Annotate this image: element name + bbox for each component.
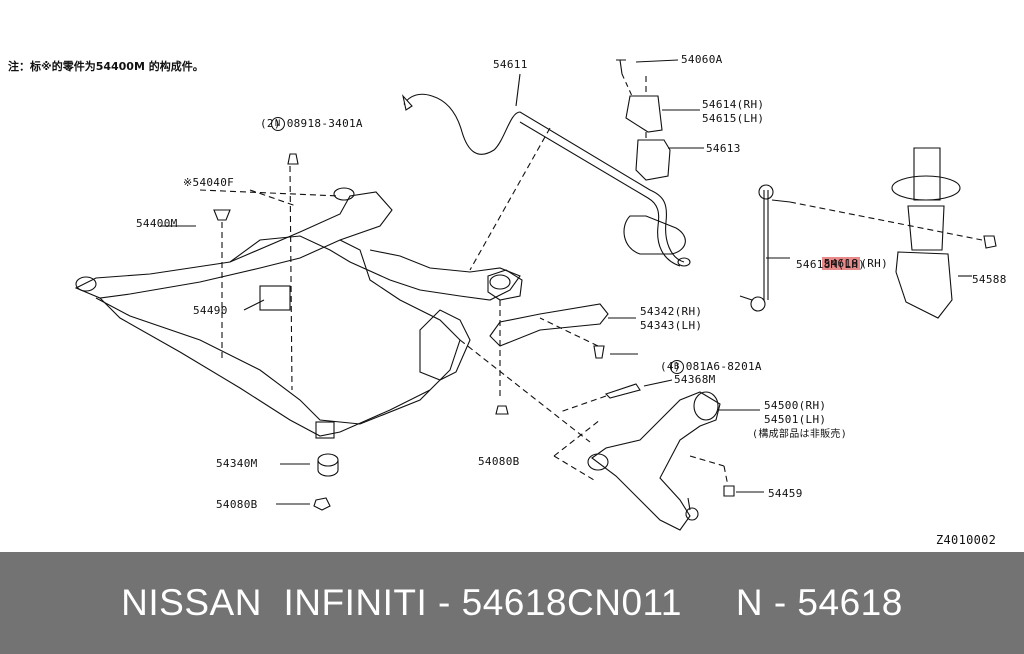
lower-arm (591, 391, 721, 531)
label-54588: 54588 (972, 273, 1007, 286)
parts-diagram: 注：标※的零件为54400M 的构成件。 54611 54060A 54614(… (8, 53, 1007, 547)
label-54618-side: (RH) (860, 257, 889, 270)
nut-symbol-icon: N (270, 117, 285, 131)
label-54459: 54459 (768, 487, 803, 500)
label-54490: 54490 (193, 304, 228, 317)
label-54500: 54500(RH) (764, 399, 827, 412)
label-54618m: 54618M(LH) (796, 258, 866, 271)
label-54060a: 54060A (681, 53, 723, 66)
label-54614: 54614(RH) (702, 98, 765, 111)
bushing (635, 139, 671, 181)
link-rod (763, 190, 769, 300)
label-081a6-qty: (4) (660, 360, 681, 373)
label-54615: 54615(LH) (702, 112, 765, 125)
label-54368m: 54368M (674, 373, 716, 386)
label-54340m: 54340M (216, 457, 258, 470)
subframe (74, 191, 393, 299)
label-54342: 54342(RH) (640, 305, 703, 318)
clamp (625, 95, 663, 133)
diagram-code: Z4010002 (936, 533, 997, 547)
tension-rod (489, 303, 609, 347)
stabilizer-bar (403, 93, 685, 267)
label-54040f: ※54040F (183, 176, 235, 189)
bolt-symbol-icon: B (669, 360, 684, 374)
label-08918-number: 08918-3401A (286, 117, 363, 130)
note-text: 注：标※的零件为54400M 的构成件。 (8, 60, 204, 73)
label-54343: 54343(LH) (640, 319, 703, 332)
label-54080b-mid: 54080B (478, 455, 520, 468)
label-54080b-left: 54080B (216, 498, 258, 511)
label-54613: 54613 (706, 142, 741, 155)
diagram-drawing (74, 59, 997, 531)
label-54501: 54501(LH) (764, 413, 827, 426)
strut (913, 147, 941, 201)
label-54611: 54611 (493, 58, 528, 71)
label-08918-qty: (2) (260, 117, 281, 130)
label-54501-note: (構成部品は非販売) (752, 429, 848, 440)
footer-banner: NISSAN INFINITI - 54618CN011 N - 54618 (0, 552, 1024, 654)
footer-part-number: NISSAN INFINITI - 54618CN011 N - 54618 (121, 582, 903, 623)
label-54400m: 54400M (136, 217, 178, 230)
highlighted-part-54618: 54618 (821, 257, 861, 270)
label-54618: 54618(RH) (794, 244, 888, 283)
label-081a6-number: 081A6-8201A (685, 360, 762, 373)
